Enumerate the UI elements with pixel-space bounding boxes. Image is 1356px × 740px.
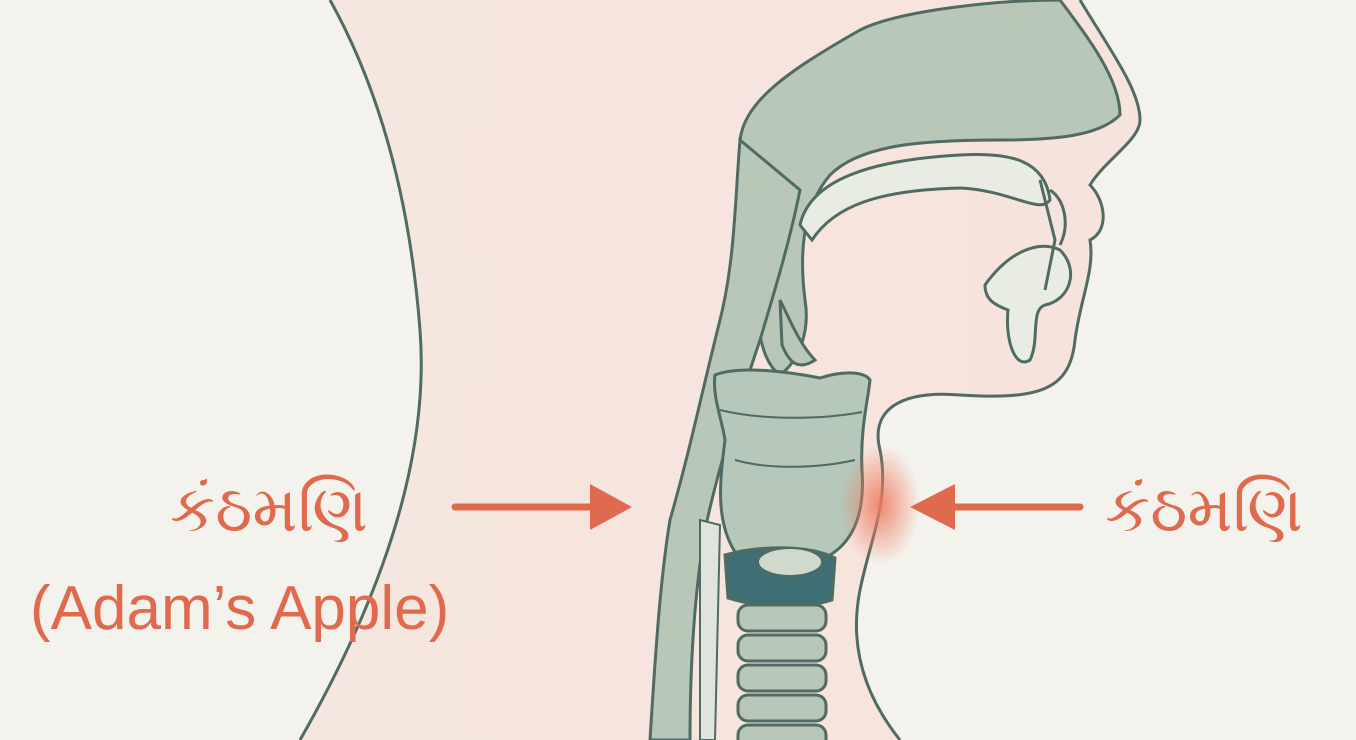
adams-apple-label-english: (Adam’s Apple): [30, 578, 449, 640]
trachea-ring: [738, 695, 826, 721]
trachea-ring: [738, 725, 826, 740]
adams-apple-label-gujarati-right: કંઠમણિ: [1105, 478, 1303, 542]
trachea: [738, 605, 826, 740]
arrow-left-icon: [910, 484, 1080, 530]
trachea-ring: [738, 635, 826, 661]
cricoid-highlight: [758, 548, 822, 576]
trachea-ring: [738, 665, 826, 691]
trachea-ring: [738, 605, 826, 631]
adams-apple-label-gujarati-left: કંઠમણિ: [170, 478, 368, 542]
adams-apple-highlight: [840, 445, 920, 565]
